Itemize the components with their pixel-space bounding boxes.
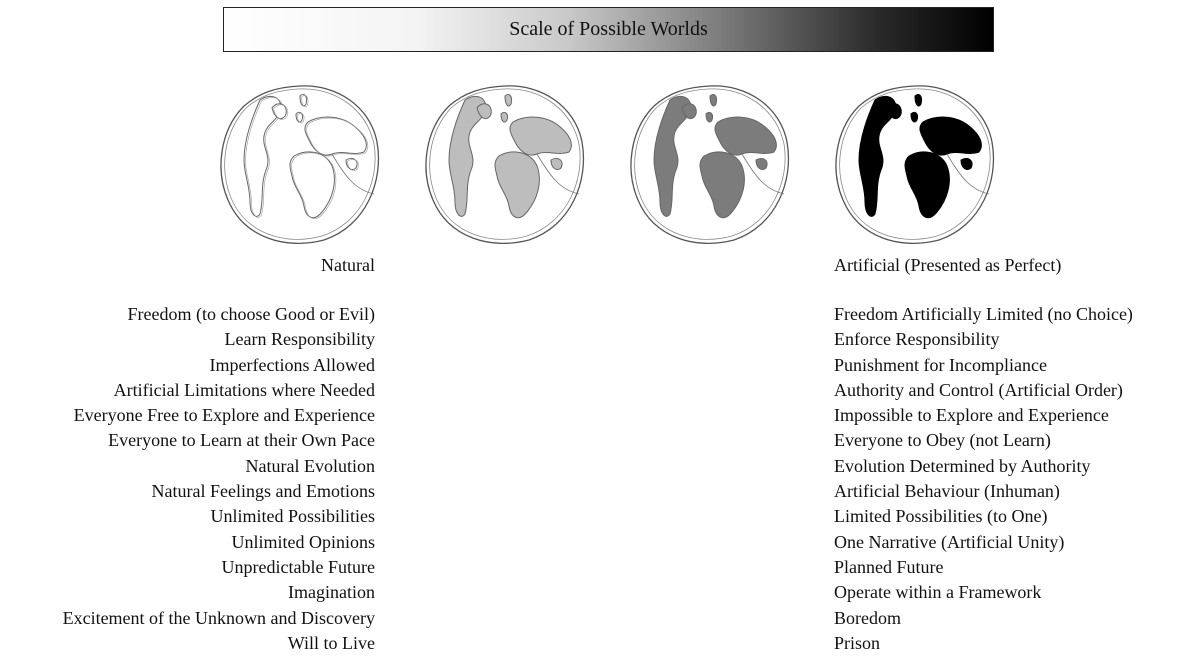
globe-landmass [910, 111, 918, 123]
globe-landmass [914, 93, 922, 107]
globe-landmass [476, 103, 492, 119]
artificial-quality-item: Evolution Determined by Authority [834, 455, 1091, 476]
globe-sketch-line [946, 153, 990, 195]
globe-landmass-sketch [273, 104, 289, 120]
globe-landmass [960, 157, 973, 171]
natural-quality-item: Excitement of the Unknown and Discovery [62, 607, 375, 628]
globe-landmass [705, 111, 713, 123]
globe-landmass [904, 151, 950, 219]
natural-quality-item: Unpredictable Future [221, 556, 375, 577]
natural-quality-item: Everyone to Learn at their Own Pace [108, 430, 375, 451]
globe-outline-sketch [839, 88, 991, 240]
globe-landmass [494, 151, 540, 219]
artificial-quality-item: Limited Possibilities (to One) [834, 506, 1048, 527]
natural-quality-item: Imagination [288, 582, 375, 603]
natural-quality-item: Unlimited Possibilities [210, 506, 375, 527]
natural-heading: Natural [321, 255, 375, 275]
scale-gradient-bar: Scale of Possible Worlds [223, 7, 994, 52]
natural-globe-icon [214, 78, 384, 248]
globe-sketch-line [536, 153, 580, 195]
globe-landmass [714, 116, 777, 156]
natural-quality-item: Everyone Free to Explore and Experience [73, 405, 375, 426]
globe-sketch-line [741, 153, 785, 195]
natural-quality-item: Artificial Limitations where Needed [113, 379, 375, 400]
light-grey-globe-icon [419, 78, 589, 248]
artificial-quality-item: Impossible to Explore and Experience [834, 405, 1109, 426]
artificial-quality-item: Everyone to Obey (not Learn) [834, 430, 1051, 451]
globe-landmass [919, 116, 982, 156]
globe-landmass-sketch [301, 95, 309, 108]
artificial-quality-item: Artificial Behaviour (Inhuman) [834, 481, 1060, 502]
artificial-quality-item: One Narrative (Artificial Unity) [834, 531, 1065, 552]
globe-landmass [699, 151, 745, 219]
artificial-quality-item: Freedom Artificially Limited (no Choice) [834, 304, 1133, 324]
natural-quality-item: Freedom (to choose Good or Evil) [127, 304, 375, 324]
natural-quality-item: Natural Feelings and Emotions [151, 481, 375, 502]
artificial-quality-item: Prison [834, 632, 881, 653]
artificial-quality-item: Punishment for Incompliance [834, 354, 1047, 375]
artificial-quality-item: Authority and Control (Artificial Order) [834, 379, 1123, 400]
natural-quality-item: Imperfections Allowed [209, 354, 375, 375]
globe-outline-sketch [224, 88, 376, 240]
globe-landmass [681, 103, 697, 119]
globe-landmass [709, 93, 717, 107]
globe-landmass-sketch [291, 152, 337, 219]
artificial-quality-item: Planned Future [834, 556, 944, 577]
globe-landmass-sketch [306, 117, 369, 157]
artificial-qualities-list: Freedom Artificially Limited (no Choice)… [834, 302, 1133, 656]
artificial-quality-item: Boredom [834, 607, 901, 628]
globe-landmass [755, 157, 768, 171]
globe-landmass-sketch [297, 113, 305, 124]
natural-quality-item: Will to Live [287, 632, 375, 653]
artificial-heading: Artificial (Presented as Perfect) [834, 255, 1062, 275]
globe-landmass [504, 93, 512, 107]
scale-title: Scale of Possible Worlds [509, 18, 708, 40]
globe-landmass [299, 93, 307, 107]
artificial-quality-item: Enforce Responsibility [834, 329, 1000, 350]
globe-outline-sketch [634, 88, 786, 240]
globe-landmass-sketch [347, 159, 359, 171]
globe-landmass [550, 157, 563, 171]
globe-outline-sketch [429, 88, 581, 240]
globe-landmass [500, 111, 508, 123]
natural-quality-item: Learn Responsibility [224, 329, 375, 350]
natural-qualities-list: Freedom (to choose Good or Evil) Learn R… [63, 302, 375, 656]
natural-quality-item: Natural Evolution [245, 455, 375, 476]
globe-landmass [509, 116, 572, 156]
globe-landmass [886, 103, 902, 119]
dark-grey-globe-icon [624, 78, 794, 248]
globe-sketch-line [331, 153, 375, 195]
natural-quality-item: Unlimited Opinions [231, 531, 376, 552]
artificial-quality-item: Operate within a Framework [834, 582, 1042, 603]
artificial-globe-icon [829, 78, 999, 248]
